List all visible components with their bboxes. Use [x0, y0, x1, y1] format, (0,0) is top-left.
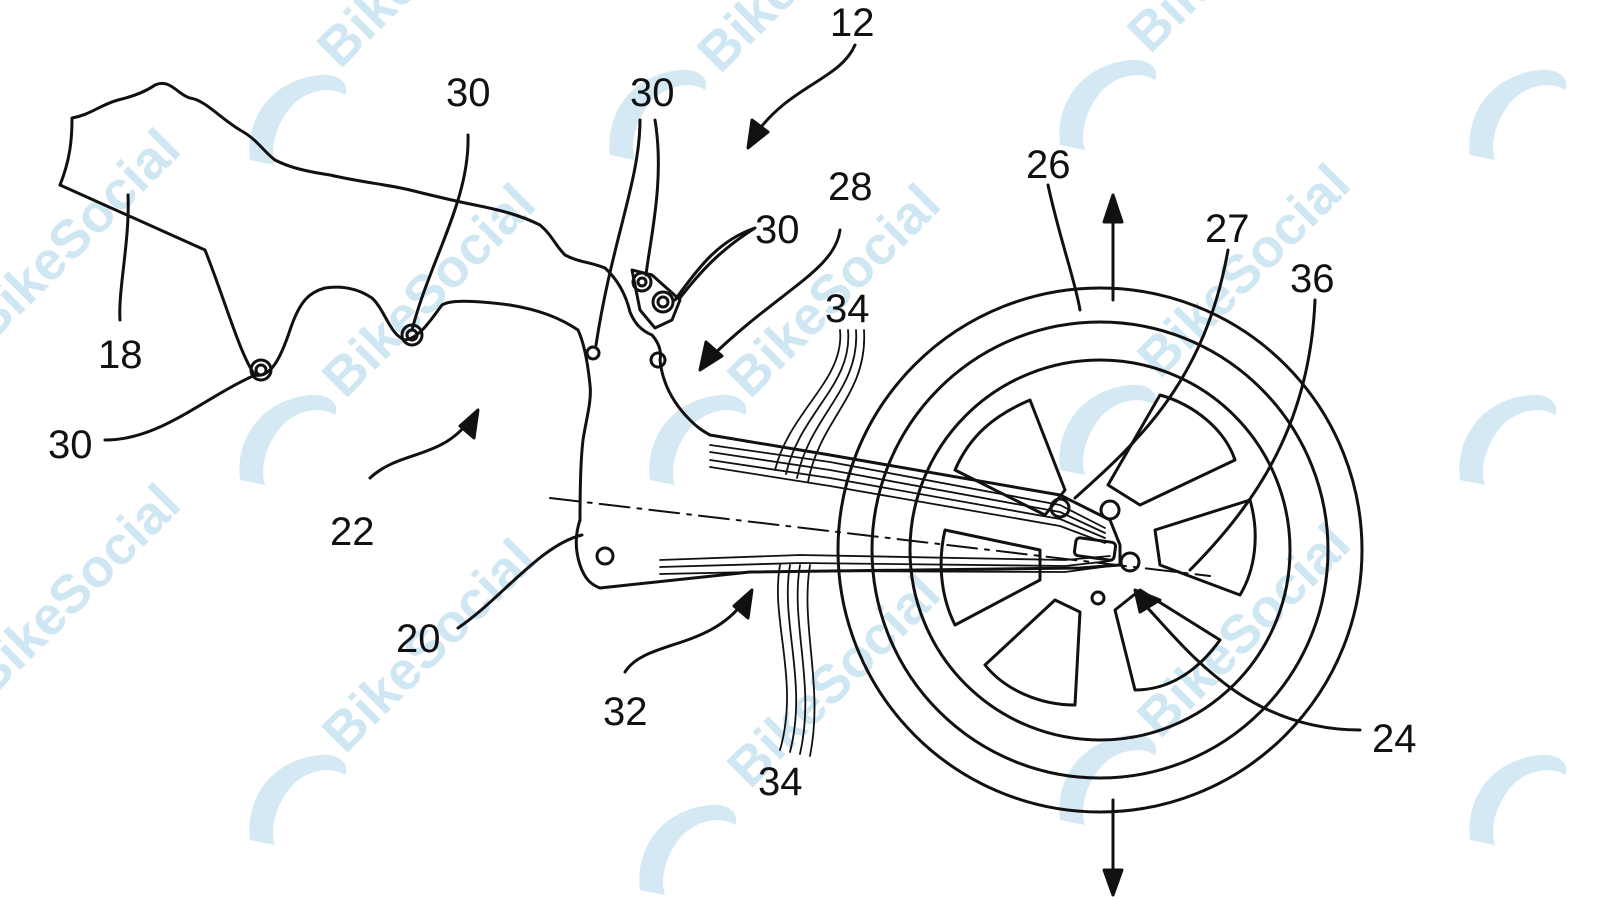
watermark-logo-12 [1469, 754, 1567, 845]
label-34-lower: 34 [758, 760, 803, 804]
arrow-22-shaft [368, 418, 472, 480]
reference-numerals: 12 18 20 22 24 26 27 28 30 30 30 30 32 3… [48, 1, 1417, 804]
watermark-logo-5 [239, 394, 337, 485]
label-36: 36 [1290, 257, 1335, 301]
watermark-logo-10 [639, 804, 737, 895]
watermark-logo-8 [1459, 394, 1557, 485]
watermark-text-2: BikeSocial [686, 0, 922, 83]
hub-bolt-2 [1099, 499, 1121, 521]
label-28: 28 [828, 165, 873, 209]
watermark-text-8: BikeSocial [0, 473, 192, 709]
leader-34-lower [777, 564, 816, 757]
arrow-32-head [732, 588, 754, 620]
arrow-28-shaft [708, 228, 842, 360]
pivot-bracket-outline [576, 266, 712, 522]
label-12: 12 [830, 1, 875, 45]
arrow-32-shaft [623, 598, 747, 674]
leader-18 [118, 193, 130, 322]
wheel-cutouts [939, 393, 1257, 707]
watermark-text-4: BikeSocial [0, 118, 192, 354]
watermark-text-5: BikeSocial [311, 173, 547, 409]
arrow-28-head [698, 340, 724, 372]
hub-clamp [1072, 536, 1118, 562]
label-30-mid: 30 [446, 71, 491, 115]
leader-30-top-a [594, 118, 642, 347]
pivot-bolts [249, 271, 675, 566]
leader-26 [1046, 183, 1082, 312]
tyre-inner [870, 320, 1330, 780]
label-27: 27 [1205, 207, 1250, 251]
watermark-logo-4 [1469, 69, 1567, 160]
label-34-upper: 34 [825, 287, 870, 331]
label-18: 18 [98, 333, 143, 377]
watermark-logo-6 [649, 394, 747, 485]
arrow-up-head [1102, 193, 1124, 224]
hub-bolt-4 [1090, 590, 1106, 606]
watermark-logo-1 [249, 74, 347, 165]
label-20: 20 [396, 617, 441, 661]
leader-30-right [673, 226, 757, 302]
leaf-spring-32 [659, 444, 1111, 575]
label-26: 26 [1026, 143, 1071, 187]
tyre-outer [836, 286, 1364, 814]
arrow-12-head [746, 118, 770, 150]
watermark-logo-11 [1059, 734, 1157, 825]
label-22: 22 [330, 510, 375, 554]
watermark-text-1: BikeSocial [306, 0, 542, 78]
watermark-text-3: BikeSocial [1116, 0, 1352, 63]
watermark-logo-7 [1059, 384, 1157, 475]
arrow-24-head [1133, 588, 1162, 614]
label-32: 32 [603, 690, 648, 734]
leader-20 [456, 533, 584, 630]
watermark-logo-9 [249, 754, 347, 845]
rim [908, 358, 1292, 742]
arrow-down-head [1102, 868, 1124, 897]
line-drawing [58, 43, 1364, 897]
leader-30-mid [410, 133, 470, 332]
label-30-left: 30 [48, 423, 93, 467]
leader-36 [1188, 298, 1317, 572]
leader-30-left [103, 373, 257, 442]
watermark-text-11: BikeSocial [1126, 513, 1362, 749]
label-30-top: 30 [630, 71, 675, 115]
frame-part-18-outline [58, 81, 607, 270]
hub-bolt-3 [1119, 551, 1141, 573]
leader-24 [1138, 598, 1362, 732]
hub-bolt-1 [1049, 497, 1071, 519]
arrow-22-head [458, 408, 480, 440]
leader-34-upper [774, 329, 865, 483]
arrow-12-shaft [753, 43, 857, 137]
leader-30-top-b [644, 118, 660, 277]
watermark-logo-3 [1059, 59, 1157, 150]
watermark-logo-2 [609, 69, 707, 160]
rocker-link [630, 268, 682, 330]
label-30-right: 30 [755, 208, 800, 252]
leader-27 [1073, 248, 1230, 500]
label-24: 24 [1372, 717, 1417, 761]
